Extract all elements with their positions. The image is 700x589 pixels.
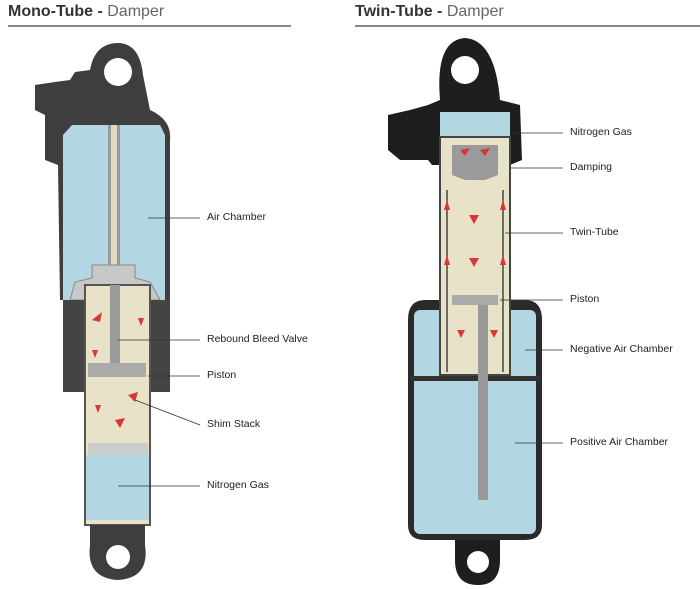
twin-tube-divider — [355, 25, 700, 27]
label-piston-mono: Piston — [207, 369, 237, 381]
label-negative-air-chamber: Negative Air Chamber — [570, 343, 673, 355]
label-nitrogen-gas-mono: Nitrogen Gas — [207, 479, 269, 491]
label-piston-twin: Piston — [570, 293, 600, 305]
label-positive-air-chamber: Positive Air Chamber — [570, 436, 669, 448]
label-rebound-bleed-valve: Rebound Bleed Valve — [207, 333, 308, 345]
label-damping: Damping — [570, 161, 613, 173]
label-nitrogen-gas-twin: Nitrogen Gas — [570, 126, 632, 138]
twin-tube-title: Twin-Tube - Damper — [355, 3, 504, 20]
mono-tube-title: Mono-Tube - Damper — [8, 3, 165, 20]
label-twin-tube: Twin-Tube — [570, 226, 619, 238]
mono-tube-shock — [35, 42, 171, 580]
mono-flow-arrows — [92, 312, 144, 428]
twin-flow-arrows — [444, 148, 506, 338]
mono-tube-divider — [8, 25, 291, 27]
label-air-chamber: Air Chamber — [207, 211, 266, 223]
twin-leader-lines — [500, 132, 563, 444]
twin-tube-shock — [388, 38, 542, 585]
label-shim-stack: Shim Stack — [207, 418, 261, 430]
mono-leader-lines — [118, 217, 201, 487]
